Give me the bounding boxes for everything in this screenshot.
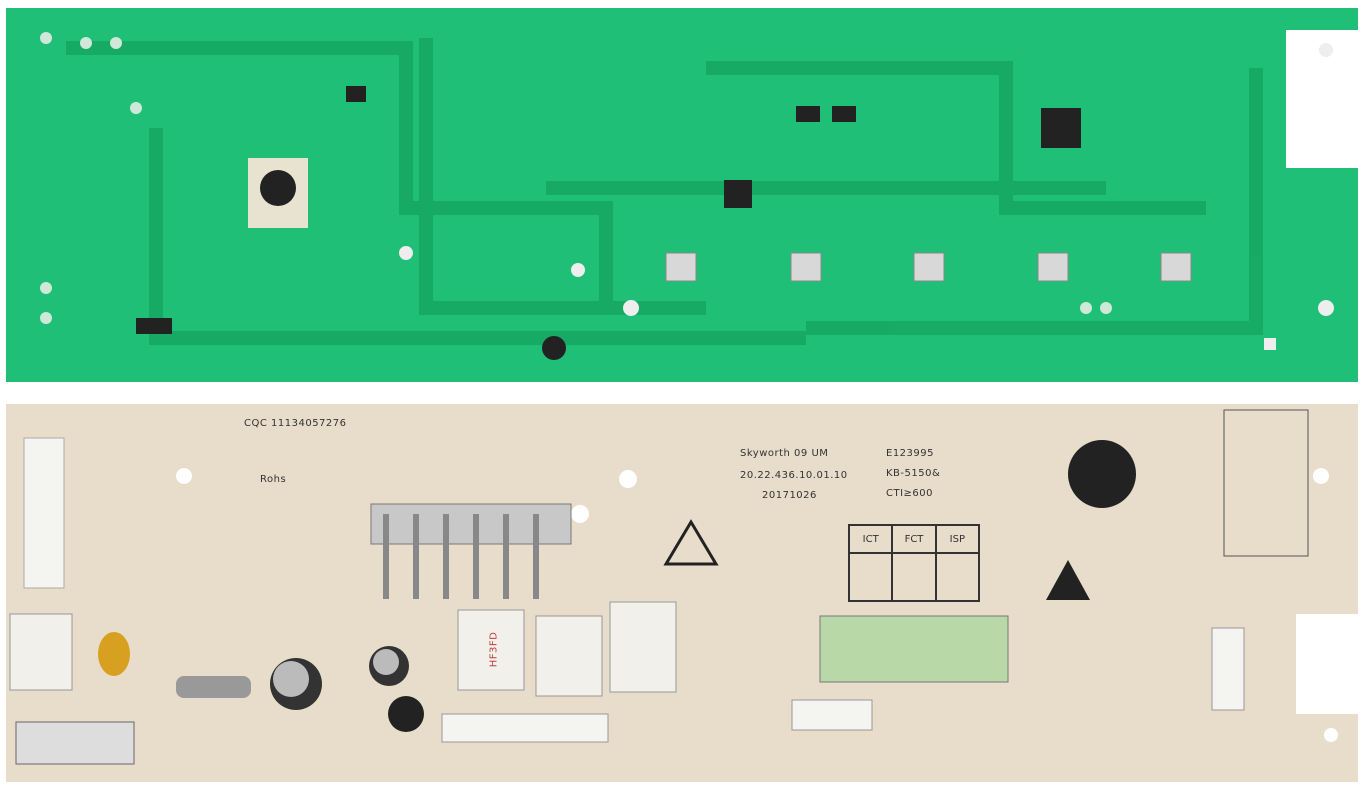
test-table: ICT FCT ISP (848, 524, 980, 602)
pcb-component-side: CQC 11134057276 Rohs Skyworth 09 UM 20.2… (6, 404, 1358, 782)
ul-line3: CTI≥600 (886, 488, 934, 499)
test-fct: FCT (892, 525, 936, 553)
maker-line2: 20.22.436.10.01.10 (740, 470, 848, 481)
pcb-green-side (6, 8, 1358, 382)
test-isp: ISP (935, 525, 979, 553)
maker-line1: Skyworth 09 UM (740, 448, 829, 459)
ul-line1: E123995 (886, 448, 934, 459)
test-ict: ICT (849, 525, 893, 553)
relay-label: HF3FD (488, 631, 500, 668)
rohs-label: Rohs (260, 474, 287, 485)
cert-code: CQC 11134057276 (244, 418, 347, 429)
ul-line2: KB-5150& (886, 468, 941, 479)
maker-line3: 20171026 (762, 490, 817, 501)
